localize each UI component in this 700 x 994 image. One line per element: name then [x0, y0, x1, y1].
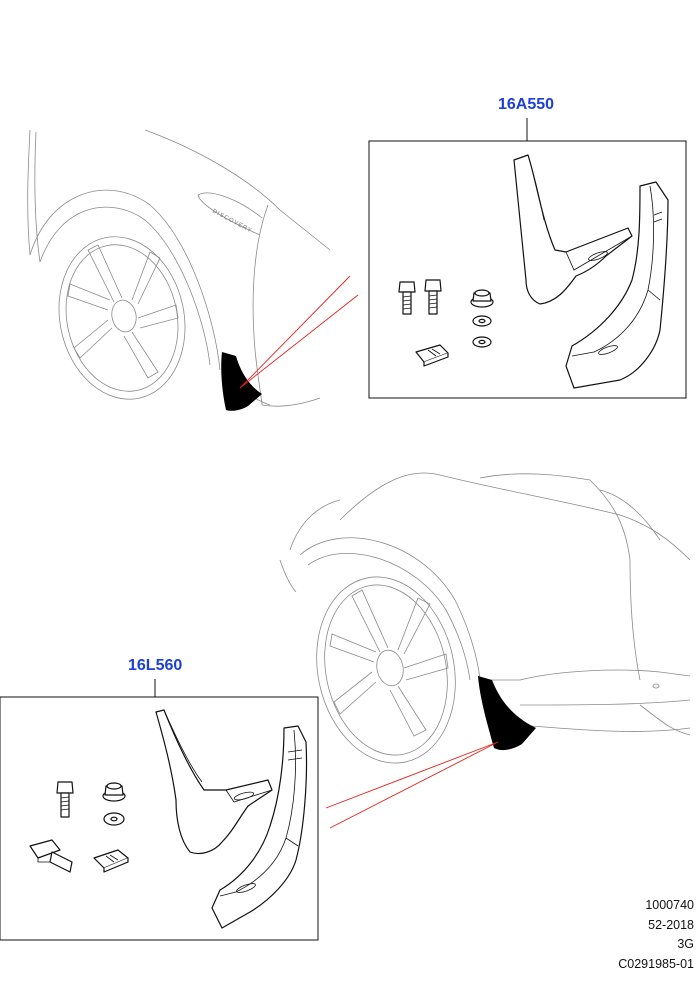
flange-nut-icon — [470, 289, 494, 308]
front-mudflap-location — [221, 352, 262, 411]
bolt-icon — [424, 279, 442, 315]
front-wheel — [58, 236, 186, 400]
washer-icon — [472, 336, 492, 348]
rear-kit-parts — [29, 709, 308, 929]
washer-icon — [472, 315, 492, 327]
washer-icon — [103, 812, 125, 826]
rear-mudflap-location — [478, 676, 536, 751]
front-kit-parts — [398, 154, 669, 389]
bolt-icon — [56, 781, 74, 818]
drawing-date: 52-2018 — [648, 917, 694, 932]
rear-vehicle-outline — [279, 472, 691, 736]
rear-mudflap-left-part — [155, 709, 273, 855]
front-mudflap-left-part — [513, 154, 633, 305]
drawing-number: 1000740 — [645, 898, 694, 912]
drawing-revision: 3G — [677, 937, 694, 951]
rear-wheel — [316, 576, 456, 764]
vehicle-badge: DISCOVERY — [211, 208, 253, 234]
rear-kit-box — [0, 696, 319, 941]
callout-front-kit[interactable]: 16A550 — [498, 96, 555, 113]
flange-nut-icon — [102, 782, 126, 802]
rear-mudflap-right-part — [211, 725, 308, 929]
front-mudflap-right-part — [565, 181, 669, 389]
clip-icon — [93, 849, 129, 873]
callout-rear-kit[interactable]: 16L560 — [128, 657, 183, 674]
clip-icon — [29, 839, 73, 873]
drawing-reference-block: 1000740 52-2018 3G C0291985-01 — [618, 896, 694, 974]
rear-leader-lines — [325, 741, 499, 829]
clip-icon — [415, 344, 449, 367]
front-vehicle-outline: DISCOVERY — [27, 129, 331, 407]
drawing-id: C0291985-01 — [618, 956, 694, 971]
bolt-icon — [398, 281, 416, 315]
front-leader-lines — [239, 275, 359, 389]
